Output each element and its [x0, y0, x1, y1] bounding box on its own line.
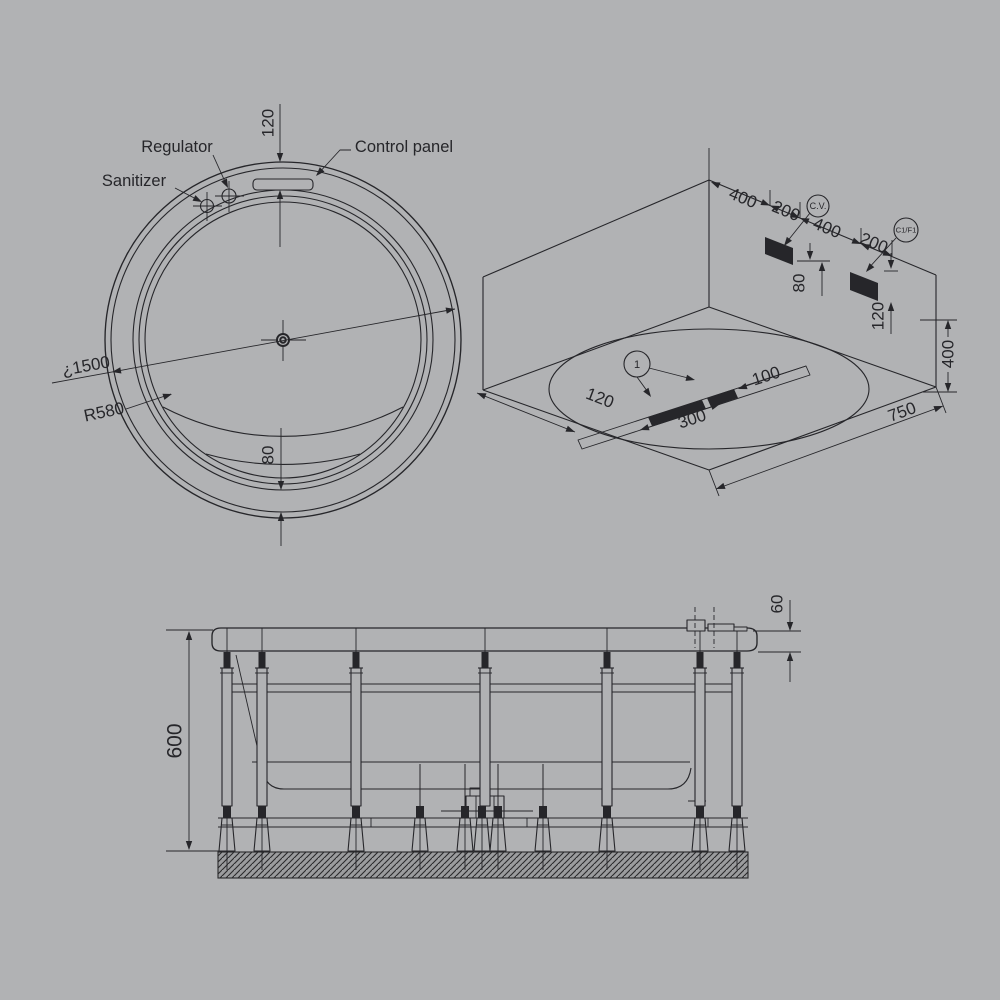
dim-label-200-1: 200: [769, 197, 803, 225]
dim-label-400-height: 400: [939, 340, 958, 368]
dimension-rim-bottom: [277, 428, 285, 546]
dim-label-120-floor: 120: [583, 384, 616, 412]
regulator-fitting: [215, 181, 244, 212]
dimension-total-height: [166, 629, 224, 852]
dimension-wall-height: [920, 319, 957, 393]
dim-label-120-wall: 120: [869, 302, 888, 330]
dimension-floor-offset: [475, 390, 577, 435]
panel-step: [733, 626, 748, 632]
frame-post: [692, 651, 708, 807]
frame-post: [599, 651, 615, 807]
dim-label-120-top: 120: [259, 109, 278, 137]
dim-label-80-wall: 80: [790, 274, 809, 293]
tub-rim-ellipse: [548, 328, 870, 450]
frame-post: [254, 651, 270, 807]
ground-hatch: [217, 851, 749, 879]
dim-label-80-bottom: 80: [259, 446, 278, 465]
top-view: Regulator Sanitizer Control panel 120 ¿1…: [51, 104, 462, 546]
sanitizer-fitting: [193, 192, 222, 221]
isometric-view: 400 200 400 200 C.V. C1/F1 1 80 120 400 …: [475, 148, 958, 497]
floor-mark-1: [648, 400, 706, 426]
seat-contour-arcs: [162, 406, 404, 466]
control-panel-leader: [313, 149, 351, 179]
dimension-cutout-b-drop: [884, 253, 898, 334]
regulator-label: Regulator: [141, 138, 213, 156]
balloon-c1f1-label: C1/F1: [896, 226, 917, 235]
control-panel-side-view: [707, 623, 735, 632]
frame-post: [729, 651, 745, 807]
dimension-floor-end: [736, 365, 807, 393]
regulator-side-view: [686, 619, 706, 632]
frame-post: [348, 651, 364, 807]
balloon-c1f1: [863, 217, 919, 275]
control-panel-label: Control panel: [355, 138, 453, 156]
dimension-rim-thickness: [753, 600, 801, 682]
dimension-diameter: [51, 305, 456, 384]
dim-label-diameter: ¿1500: [61, 352, 112, 379]
post-centerlines: [226, 628, 738, 652]
dimension-rim-top: [276, 104, 284, 247]
control-panel-outline: [252, 178, 314, 191]
balloon-1-label: 1: [634, 359, 640, 371]
balloon-cv-label: C.V.: [810, 201, 827, 211]
dim-label-400-1: 400: [726, 184, 760, 212]
elevation-view: 600 60: [164, 595, 801, 879]
dim-label-400-2: 400: [810, 214, 844, 242]
frame-post: [477, 651, 493, 807]
tub-rim-profile: [211, 627, 758, 652]
rim-top-fixtures: [686, 607, 748, 648]
brace: [235, 654, 258, 747]
dim-label-600: 600: [164, 723, 187, 758]
dimension-cutout-a-drop: [797, 243, 830, 296]
balloon-cv: [781, 194, 830, 248]
dimension-inner-radius: [125, 390, 173, 410]
frame-post: [219, 651, 235, 807]
floor-mark-2: [707, 389, 738, 407]
dim-label-r580: R580: [82, 398, 126, 425]
wall-cutout-c1f1: [850, 272, 878, 301]
edge-dimension-chain: [709, 179, 894, 259]
balloon-item-1: [623, 350, 696, 399]
dim-label-60: 60: [768, 595, 787, 614]
sanitizer-leader: [174, 187, 204, 205]
wall-cutout-cv: [765, 237, 793, 265]
dimension-floor-spacing: [639, 400, 721, 434]
basin-bottom-profile: [261, 767, 692, 790]
sanitizer-label: Sanitizer: [102, 172, 167, 190]
dim-label-750: 750: [885, 398, 918, 426]
dimension-side-edge: [708, 386, 947, 497]
regulator-leader: [212, 154, 231, 190]
